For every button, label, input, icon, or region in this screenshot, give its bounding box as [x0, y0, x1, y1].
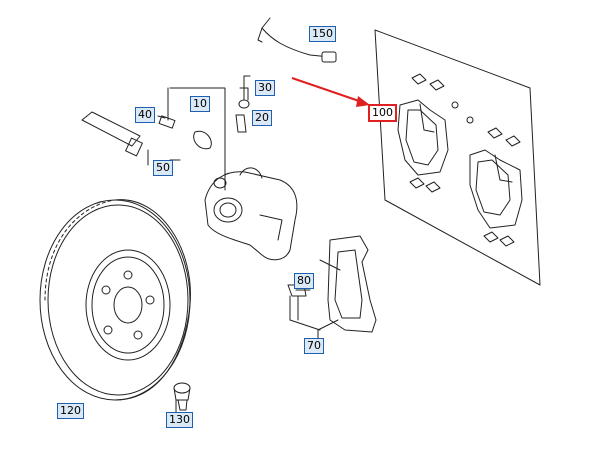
bleed-screw — [235, 75, 251, 133]
callout-70[interactable]: 70 — [304, 338, 324, 354]
callout-30[interactable]: 30 — [255, 80, 275, 96]
carrier-bolt — [287, 284, 321, 331]
red-pointer-arrow — [291, 77, 370, 107]
callout-40[interactable]: 40 — [135, 107, 155, 123]
callout-50[interactable]: 50 — [153, 160, 173, 176]
grease-tube — [81, 111, 149, 166]
callout-130[interactable]: 130 — [166, 412, 193, 428]
wheel-bolt — [173, 382, 191, 411]
callout-100[interactable]: 100 — [368, 104, 397, 122]
brake-pad-inner — [397, 99, 449, 176]
callout-150[interactable]: 150 — [309, 26, 336, 42]
brake-disc — [39, 199, 191, 401]
callout-20[interactable]: 20 — [252, 110, 272, 126]
pad-kit-panel — [374, 29, 541, 286]
guide-pin-group — [158, 87, 226, 191]
wear-sensor — [257, 17, 337, 63]
caliper-carrier — [317, 235, 377, 351]
pad-clips — [409, 73, 521, 247]
callout-80[interactable]: 80 — [294, 273, 314, 289]
callout-120[interactable]: 120 — [57, 403, 84, 419]
brake-caliper — [204, 167, 298, 261]
callout-10[interactable]: 10 — [190, 96, 210, 112]
brake-pad-outer — [469, 149, 523, 229]
